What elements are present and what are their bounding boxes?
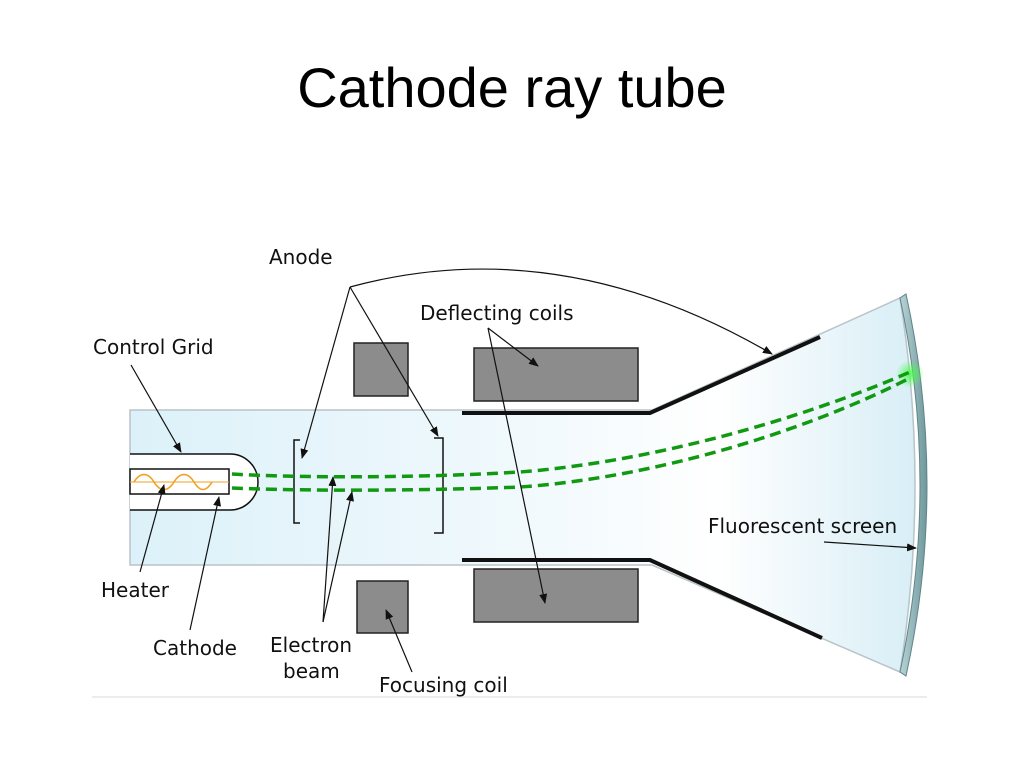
cathode-leader <box>189 496 221 631</box>
beam-leader-2 <box>322 491 354 623</box>
focusing-coil-leader <box>385 609 413 673</box>
deflecting-leader-bottom <box>487 327 548 604</box>
label-deflecting-coils: Deflecting coils <box>420 301 574 325</box>
electron-beam-lower <box>231 376 911 492</box>
focusing-coil-bottom <box>356 580 409 634</box>
anode-leader-curve <box>349 268 773 355</box>
electron-beam-upper <box>231 370 911 479</box>
label-control-grid: Control Grid <box>93 335 214 359</box>
deflecting-leader-top <box>487 327 539 367</box>
label-anode: Anode <box>269 245 333 269</box>
label-focusing-coil: Focusing coil <box>379 673 508 697</box>
anode-plate-top <box>462 335 821 415</box>
label-cathode: Cathode <box>153 636 237 660</box>
screen-leader <box>823 541 917 552</box>
label-electron-beam-line2: beam <box>283 659 340 683</box>
focusing-coil-top <box>353 342 409 397</box>
anode-leader-left <box>300 286 351 459</box>
slide-title: Cathode ray tube <box>297 56 727 119</box>
anode-bracket-left <box>293 439 300 524</box>
fluorescent-screen <box>899 293 928 677</box>
anode-bracket-right <box>434 437 444 534</box>
heater-leader <box>139 484 166 573</box>
deflecting-coil-bottom <box>473 568 639 623</box>
label-electron-beam-line1: Electron <box>270 633 352 657</box>
label-fluorescent-screen: Fluorescent screen <box>708 514 897 538</box>
label-heater: Heater <box>101 578 170 602</box>
anode-plate-bottom <box>462 558 823 640</box>
deflecting-coil-top <box>473 347 639 402</box>
control-grid-leader <box>130 364 182 453</box>
tube-body <box>129 296 916 674</box>
beam-leader-1 <box>322 476 337 623</box>
anode-leader-right <box>349 286 439 437</box>
